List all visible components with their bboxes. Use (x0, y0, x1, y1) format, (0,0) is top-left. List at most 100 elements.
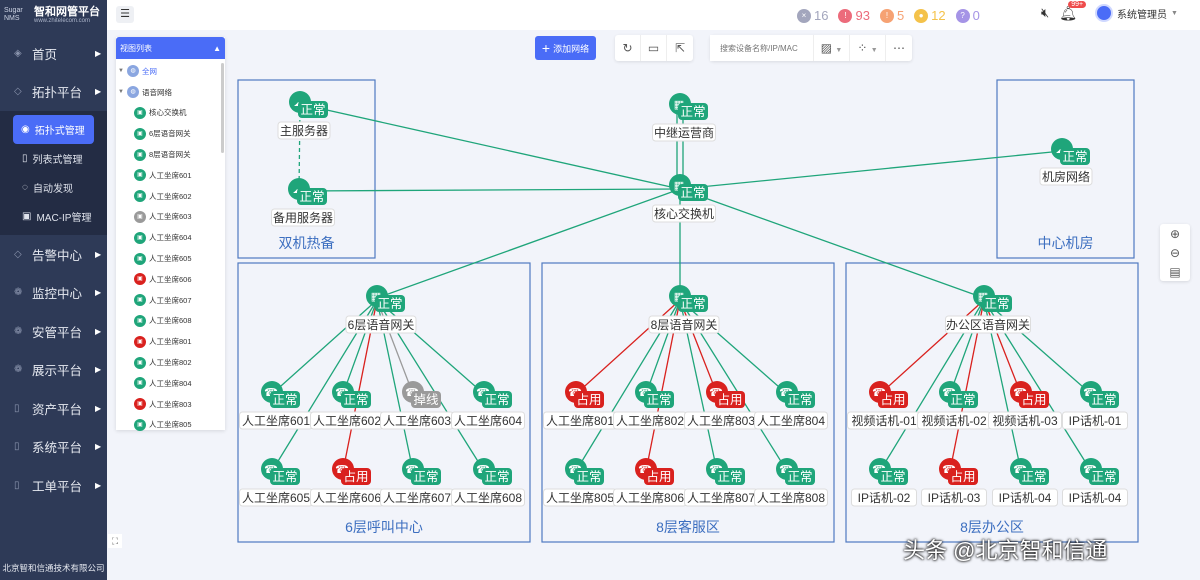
submenu-mac-ip[interactable]: ▣MAC-IP管理 (0, 202, 107, 231)
zoom-out-icon[interactable]: ⊖ (1169, 245, 1181, 260)
mute-icon[interactable]: 🔇︎ (1041, 5, 1050, 20)
zoom-in-icon[interactable]: ⊕ (1169, 226, 1181, 241)
menu-item-home[interactable]: ◈首页▶ (0, 34, 107, 73)
link-core-srv1[interactable] (299, 103, 681, 190)
refresh-icon[interactable]: ↻ (615, 35, 641, 61)
tree-toggle-icon[interactable]: ▼ (118, 68, 124, 75)
bell-icon[interactable]: 🔔︎99+ (1059, 0, 1087, 22)
tree-item[interactable]: ▣人工坐席605 (116, 248, 225, 269)
link-gw6-p603[interactable] (376, 299, 414, 395)
menu-item-bell[interactable]: ◇告警中心▶ (0, 235, 107, 274)
tree-item[interactable]: ▣人工坐席607 (116, 290, 225, 311)
tree-item[interactable]: ▣人工坐席803 (116, 394, 225, 415)
tree-item[interactable]: ▣人工坐席604 (116, 227, 225, 248)
link-gw6-p604[interactable] (376, 299, 485, 395)
link-gw8-p804[interactable] (679, 299, 788, 395)
link-core-room[interactable] (679, 150, 1063, 190)
menu-toggle-icon[interactable]: ☰ (116, 6, 134, 23)
tree-item[interactable]: ▣核心交换机 (116, 103, 225, 124)
group-g1[interactable]: 双机热备 (237, 79, 376, 259)
alarm-count[interactable]: ●12 (914, 8, 946, 23)
user-menu[interactable]: 系统管理员▼ (1094, 4, 1178, 22)
link-core-gwo[interactable] (679, 188, 985, 299)
tree-item[interactable]: ▼◍语音网络 (116, 82, 225, 103)
link-gw8-p803[interactable] (679, 299, 718, 395)
layout-dropdown[interactable]: ⁘ ▼ (850, 35, 886, 61)
menu-item-monitor[interactable]: ❁监控中心▶ (0, 274, 107, 313)
add-network-button[interactable]: +添加网络 (535, 36, 596, 60)
tree-item[interactable]: ▣人工坐席606 (116, 269, 225, 290)
collapse-icon[interactable]: ▲ (213, 43, 221, 53)
menu-item-display[interactable]: ❁展示平台▶ (0, 351, 107, 390)
submenu-auto-discover[interactable]: ◌自动发现 (0, 173, 107, 202)
tree-scrollbar[interactable] (221, 63, 224, 153)
tree-item[interactable]: ▼◍全网 (116, 61, 225, 82)
group-g3[interactable]: 6层呼叫中心 (237, 262, 531, 543)
alarm-count[interactable]: ?0 (955, 8, 980, 23)
tree-item[interactable]: ▣人工坐席805 (116, 415, 225, 436)
alarm-count[interactable]: !5 (879, 8, 904, 23)
fullscreen-icon[interactable]: ⛶ (108, 534, 122, 548)
tree-item[interactable]: ▣人工坐席608 (116, 311, 225, 332)
submenu-topology-manage[interactable]: ◉拓扑式管理 (13, 115, 94, 144)
tree-item[interactable]: ▣人工坐席804 (116, 373, 225, 394)
tree-item[interactable]: ▣人工坐席603 (116, 207, 225, 228)
search-input[interactable] (710, 35, 814, 61)
group-g4[interactable]: 8层客服区 (541, 262, 835, 543)
more-icon[interactable]: ⋯ (893, 41, 905, 55)
menu-item-topology[interactable]: ◇拓扑平台▶ (0, 73, 107, 112)
tree-item[interactable]: ▣人工坐席601 (116, 165, 225, 186)
link-core-gw6[interactable] (376, 188, 681, 299)
export-icon[interactable]: ⇱ (674, 41, 686, 55)
background-image-dropdown[interactable]: ▨ ▼ (814, 35, 850, 61)
group-g5[interactable]: 8层办公区 (845, 262, 1139, 543)
tree-header[interactable]: 视图列表▲ (116, 37, 225, 59)
submenu-list-manage[interactable]: ▯列表式管理 (0, 144, 107, 173)
save-icon[interactable]: ▭ (641, 35, 667, 61)
alarm-count[interactable]: ×16 (797, 8, 828, 23)
menu-item-system[interactable]: ▯系统平台▶ (0, 428, 107, 467)
tree-toggle-icon[interactable]: ▼ (118, 89, 124, 96)
tree-item[interactable]: ▣人工坐席602 (116, 186, 225, 207)
menu-item-ticket[interactable]: ▯工单平台▶ (0, 466, 107, 505)
link-srv1-srv2[interactable] (298, 105, 301, 192)
fit-icon[interactable]: ▤ (1169, 264, 1181, 279)
tree-item[interactable]: ▣人工坐席801 (116, 331, 225, 352)
menu-item-shield[interactable]: ❁安管平台▶ (0, 312, 107, 351)
tree-item[interactable]: ▣8层语音网关 (116, 144, 225, 165)
group-g2[interactable]: 中心机房 (996, 79, 1135, 259)
menu-item-asset[interactable]: ▯资产平台▶ (0, 389, 107, 428)
alarm-count[interactable]: !93 (838, 8, 870, 23)
link-gwo-ip01[interactable] (983, 299, 1092, 395)
tree-item[interactable]: ▣人工坐席802 (116, 352, 225, 373)
